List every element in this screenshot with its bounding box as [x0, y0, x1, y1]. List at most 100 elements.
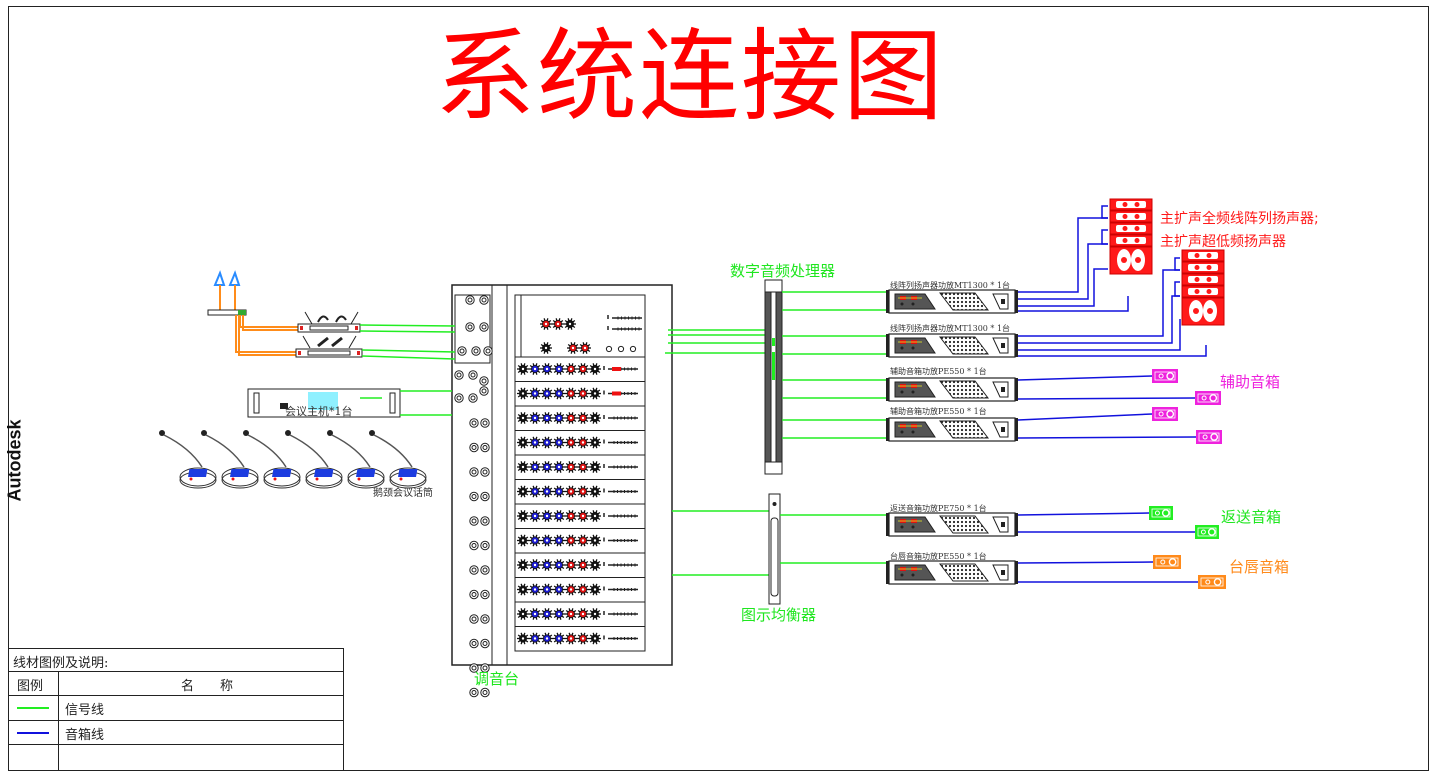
knob-icon [565, 510, 577, 522]
legend-title: 线材图例及说明: [13, 656, 109, 671]
aux-speaker [1152, 407, 1178, 421]
knob-icon [589, 412, 601, 424]
knob-icon [517, 412, 529, 424]
knob-icon [577, 559, 589, 571]
knob-icon [565, 387, 577, 400]
knob-icon [565, 559, 577, 571]
legend-table: 线材图例及说明: 图例 名 称 信号线 音箱线 [8, 648, 344, 771]
knob-icon [577, 583, 589, 596]
wireless-cables [235, 315, 298, 356]
legend-header-row: 图例 名 称 [9, 672, 343, 696]
legend-speaker-name: 音箱线 [65, 728, 105, 743]
drawing-frame [8, 6, 1429, 771]
knob-icon [565, 583, 577, 596]
legend-header-name: 名 称 [181, 679, 234, 694]
knob-icon [589, 363, 601, 375]
knob-icon [529, 485, 541, 498]
knob-icon [553, 510, 565, 522]
graphic-eq-unit [768, 493, 781, 605]
knob-icon [517, 583, 529, 596]
knob-icon [540, 342, 552, 354]
legend-signal-name: 信号线 [65, 703, 105, 718]
gooseneck-mic [201, 430, 259, 489]
knob-icon [529, 387, 541, 400]
knob-icon [577, 534, 589, 547]
knob-icon [589, 559, 601, 571]
knob-icon [553, 485, 565, 498]
mixer-label: 调音台 [474, 670, 520, 688]
knob-icon [565, 534, 577, 547]
knob-icon [565, 436, 577, 449]
knob-icon [529, 632, 541, 645]
knob-icon [541, 534, 553, 547]
gooseneck-mic [159, 430, 217, 489]
conference-host-label: 会议主机*1台 [285, 405, 353, 418]
mixer-channels [454, 295, 646, 698]
knob-icon [589, 534, 601, 547]
knob-icon [529, 461, 541, 473]
knob-icon [577, 387, 589, 400]
amplifier-unit [886, 560, 1018, 585]
knob-icon [577, 412, 589, 424]
wireless-receiver [207, 270, 247, 316]
stage-lip-speaker-label: 台唇音箱 [1229, 558, 1290, 576]
knob-icon [577, 436, 589, 449]
knob-icon [541, 461, 553, 473]
amplifier-unit [886, 333, 1018, 358]
stage-lip-speaker [1198, 575, 1226, 589]
knob-icon [553, 461, 565, 473]
gooseneck-mics [159, 430, 427, 489]
main-full-range-label: 主扩声全频线阵列扬声器; [1160, 211, 1319, 227]
knob-icon [529, 412, 541, 424]
knob-icon [577, 461, 589, 473]
main-sub-label: 主扩声超低频扬声器 [1160, 234, 1286, 250]
knob-icon [553, 534, 565, 547]
aux-speaker [1152, 369, 1178, 383]
knob-icon [529, 583, 541, 596]
knob-icon [567, 342, 579, 354]
knob-icon [517, 461, 529, 473]
knob-icon [589, 510, 601, 522]
knob-icon [529, 559, 541, 571]
knob-icon [553, 559, 565, 571]
signal-lines-input [359, 324, 456, 416]
knob-icon [553, 608, 565, 620]
knob-icon [541, 583, 553, 596]
amp-label-5: 返送音箱功放PE750 * 1台 [890, 504, 987, 513]
knob-icon [589, 387, 601, 400]
knob-icon [565, 461, 577, 473]
amplifiers [886, 289, 1018, 585]
gooseneck-mic [243, 430, 301, 489]
amplifier-unit [886, 417, 1018, 442]
knob-icon [517, 534, 529, 547]
knob-icon [553, 412, 565, 424]
amp-label-2: 线阵列扬声器功放MT1300 * 1台 [890, 324, 1011, 333]
knob-icon [541, 632, 553, 645]
legend-title-row: 线材图例及说明: [9, 649, 343, 672]
knob-icon [541, 510, 553, 522]
knob-icon [553, 363, 565, 375]
knob-icon [565, 608, 577, 620]
signal-lines-mixer-dsp [665, 329, 770, 576]
knob-icon [577, 510, 589, 522]
knob-icon [529, 534, 541, 547]
legend-row-signal: 信号线 [9, 696, 343, 721]
dsp-rack [764, 279, 783, 475]
return-speaker [1195, 525, 1219, 539]
knob-icon [529, 608, 541, 620]
knob-icon [577, 363, 589, 375]
amp-label-4: 辅助音箱功放PE550 * 1台 [890, 407, 987, 416]
knob-icon [565, 363, 577, 375]
knob-icon [517, 387, 529, 400]
knob-icon [589, 632, 601, 645]
knob-icon [589, 485, 601, 498]
amplifier-unit [886, 512, 1018, 537]
knob-icon [577, 485, 589, 498]
legend-header-symbol: 图例 [17, 679, 44, 694]
dsp-label: 数字音频处理器 [730, 262, 836, 280]
legend-row-empty [9, 745, 343, 771]
speaker-line-swatch [17, 732, 49, 734]
knob-icon [565, 485, 577, 498]
